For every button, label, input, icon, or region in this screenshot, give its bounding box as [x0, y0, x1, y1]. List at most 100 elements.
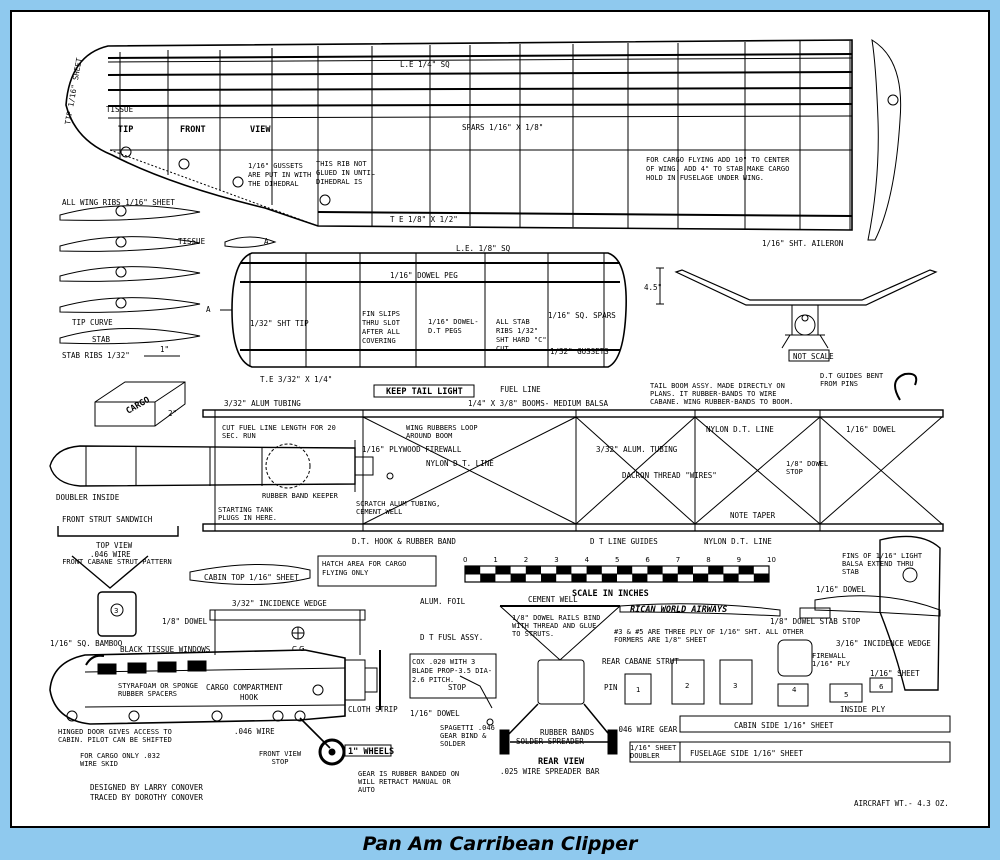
scale-block [753, 574, 769, 582]
tail-boom-assembly [49, 372, 944, 532]
dowel-dt-pegs-label: 1/16" DOWEL- D.T PEGS [428, 318, 479, 335]
height-label: 4.5" [644, 283, 662, 292]
gear-note: GEAR IS RUBBER BANDED ON WILL RETRACT MA… [358, 770, 460, 794]
tail-boom-note: TAIL BOOM ASSY. MADE DIRECTLY ON PLANS. … [650, 382, 794, 406]
tip-curve-label: TIP CURVE [72, 318, 113, 327]
cargo-note: FOR CARGO FLYING ADD 10" TO CENTER OF WI… [646, 156, 790, 182]
dowel-peg-label: 1/16" DOWEL PEG [390, 271, 458, 280]
scratch-alum-note: SCRATCH ALUM TUBING, CEMENT WELL [356, 500, 441, 516]
model-plan-drawing: L.E 1/4" SQ TIP 1/16" SHEET TISSUE TIP F… [49, 39, 951, 808]
fuselage-side-view [49, 609, 392, 766]
styrafoam-note: STYRAFOAM OR SPONGE RUBBER SPACERS [118, 682, 199, 698]
scale-tick-label: 10 [767, 556, 776, 564]
stab-rib-label: STAB [92, 335, 111, 344]
rib-tissue-label: TISSUE [178, 237, 206, 246]
doubler-label: 1/16" SHEET DOUBLER [630, 744, 677, 760]
stab-gussets-label: 1/32" GUSSETS [550, 347, 609, 356]
wire-label: .046 WIRE [90, 550, 131, 559]
engine-note: COX .020 WITH 3 BLADE PROP-3.5 DIA-2.6 P… [412, 658, 493, 684]
dowel-stop-label: 1/8" DOWEL STOP [786, 460, 829, 476]
scale-block [556, 566, 572, 574]
rib-not-glued-note: THIS RIB NOT GLUED IN UNTIL DIHEDRAL IS [316, 160, 376, 186]
starting-tank-note: STARTING TANK PLUGS IN HERE. [218, 506, 278, 522]
former-number: 4 [792, 686, 797, 694]
scale-block [586, 566, 602, 574]
hinged-door-note: HINGED DOOR GIVES ACCESS TO CABIN. PILOT… [58, 728, 172, 744]
sq-spars-label: 1/16" SQ. SPARS [548, 311, 616, 320]
scale-block [677, 566, 693, 574]
weight-label: AIRCRAFT WT.- 4.3 OZ. [854, 799, 949, 808]
scale-block [480, 574, 496, 582]
wing-tip-sheet-label: TIP 1/16" SHEET [63, 57, 84, 126]
hatch-note: HATCH AREA FOR CARGO FLYING ONLY [322, 560, 407, 577]
cargo-box-label: CARGO [125, 395, 152, 416]
wing-le-label: L.E 1/4" SQ [400, 60, 450, 69]
not-scale-label: NOT SCALE [793, 352, 834, 361]
formers-note: #3 & #5 ARE THREE PLY OF 1/16" SHT. ALL … [614, 628, 804, 644]
cargo-dim-1: 1" [160, 345, 169, 354]
former-number: 2 [685, 682, 689, 690]
scale-block [525, 566, 541, 574]
scale-block [571, 574, 587, 582]
front-strut-sandwich [57, 526, 179, 637]
scale-block [723, 574, 739, 582]
scale-tick-label: 0 [463, 556, 467, 564]
stabilizer-plan [220, 252, 627, 368]
wire-046-label: .046 WIRE [234, 727, 275, 736]
scale-block [647, 566, 663, 574]
rubber-bands-label: RUBBER BANDS [540, 728, 595, 737]
alum-foil-label: ALUM. FOIL [420, 597, 466, 606]
front-view-stop-label: FRONT VIEW STOP [258, 750, 302, 766]
gear-046-label: .046 WIRE GEAR [614, 725, 678, 734]
scale-label: SCALE IN INCHES [572, 589, 649, 599]
cabin-side-label: CABIN SIDE 1/16" SHEET [734, 721, 834, 730]
wing-plan [65, 39, 902, 241]
tip-label: TIP [118, 125, 133, 135]
firewall-label: FIREWALL 1/16" PLY [812, 652, 850, 668]
stab-ribs-label: STAB RIBS 1/32" [62, 351, 130, 360]
incidence-wedge-label: 3/32" INCIDENCE WEDGE [232, 599, 327, 608]
keep-tail-light-label: KEEP TAIL LIGHT [386, 387, 463, 397]
plan-caption: Pan Am Carribean Clipper [362, 833, 638, 855]
front-view-dihedral [656, 267, 938, 362]
scale-block [738, 566, 754, 574]
former-number: 3 [733, 682, 737, 690]
spagetti-note: SPAGETTI .046 GEAR BIND & SOLDER [440, 724, 495, 748]
plan-sheet: L.E 1/4" SQ TIP 1/16" SHEET TISSUE TIP F… [10, 10, 990, 828]
stab-stop-label: 1/8" DOWEL STAB STOP [770, 617, 861, 626]
scale-block [601, 574, 617, 582]
dt-fuse-label: D T FUSL ASSY. [420, 633, 483, 642]
stab-section-a: A [206, 305, 211, 314]
rear-cabane-label: REAR CABANE STRUT [602, 657, 679, 666]
scale-block [510, 574, 526, 582]
scale-tick-label: 6 [645, 556, 650, 564]
scale-tick-label: 1 [493, 556, 497, 564]
dt-guides-note: D.T GUIDES BENT FROM PINS [820, 372, 884, 388]
doubler-inside-label: DOUBLER INSIDE [56, 493, 120, 502]
booms-label: 1/4" X 3/8" BOOMS- MEDIUM BALSA [468, 399, 608, 408]
scale-block [541, 574, 557, 582]
dacron-label: DACRON THREAD "WIRES" [622, 471, 717, 480]
wing-te-label: T E 1/8" X 1/2" [390, 215, 458, 224]
rubber-band-keeper-label: RUBBER BAND KEEPER [262, 492, 338, 500]
cabin-top-label: CABIN TOP 1/16" SHEET [204, 573, 299, 582]
sheet-label: 1/16" SHEET [870, 669, 920, 678]
former-number: 1 [636, 686, 640, 694]
rear-view [409, 605, 621, 755]
scale-tick-label: 4 [585, 556, 590, 564]
scale-tick-label: 8 [706, 556, 710, 564]
cg-label: C G [292, 645, 305, 653]
spreader-label: SOLDER SPREADER [516, 737, 584, 746]
stab-le-label: L.E. 1/8" SQ [456, 244, 511, 253]
fin-slips-note: FIN SLIPS THRU SLOT AFTER ALL COVERING [362, 310, 400, 345]
windows-label: BLACK TISSUE WINDOWS [120, 645, 211, 654]
rib-profiles [59, 205, 277, 345]
formers [619, 603, 951, 763]
scale-block [617, 566, 633, 574]
fins-note: FINS OF 1/16" LIGHT BALSA EXTEND THRU ST… [842, 552, 923, 576]
cloth-strip-label: CLOTH STRIP [348, 705, 398, 714]
scale-tick-label: 7 [676, 556, 680, 564]
former-number: 6 [879, 683, 884, 691]
